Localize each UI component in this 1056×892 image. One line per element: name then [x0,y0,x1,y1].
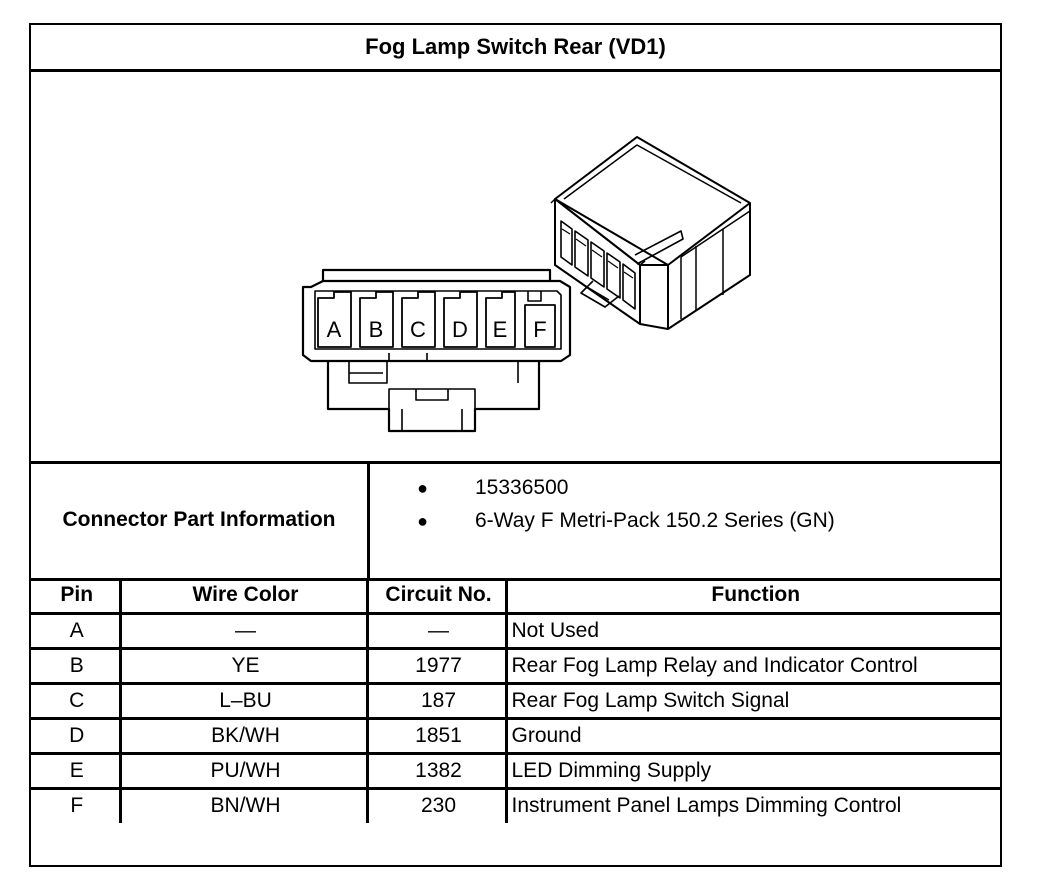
connector-sheet: Fog Lamp Switch Rear (VD1) [29,23,1002,867]
connector-iso-view [550,136,751,330]
function-cell: Instrument Panel Lamps Dimming Control [504,786,1000,823]
list-item: ● 6-Way F Metri-Pack 150.2 Series (GN) [370,506,835,536]
table-row: A — — Not Used [31,611,1000,650]
pinout-table: Pin Wire Color Circuit No. Function A — … [31,578,1000,823]
bullet-icon: ● [417,477,428,498]
function-cell: Ground [504,716,1000,755]
wire-color-cell: YE [118,646,369,685]
cavity-label-f: F [533,317,546,342]
cavity-label-b: B [369,317,384,342]
circuit-no-cell: 230 [365,786,508,823]
page-title: Fog Lamp Switch Rear (VD1) [31,25,1000,72]
header-wire-color: Wire Color [118,578,369,615]
connector-part-info-label: Connector Part Information [31,461,370,578]
wire-color-cell: — [118,611,369,650]
cavity-label-c: C [410,317,426,342]
circuit-no-cell: 187 [365,681,508,720]
cavity-label-e: E [493,317,508,342]
function-cell: Not Used [504,611,1000,650]
header-pin: Pin [31,578,122,615]
table-row: C L–BU 187 Rear Fog Lamp Switch Signal [31,681,1000,720]
table-row: F BN/WH 230 Instrument Panel Lamps Dimmi… [31,786,1000,823]
pin-cell: F [31,786,122,823]
part-number: 15336500 [475,476,569,499]
table-row: E PU/WH 1382 LED Dimming Supply [31,751,1000,790]
connector-drawing: A B C D E F [301,136,751,433]
wire-color-cell: BK/WH [118,716,369,755]
connector-series: 6-Way F Metri-Pack 150.2 Series (GN) [475,509,835,532]
connector-part-info-list: ● 15336500 ● 6-Way F Metri-Pack 150.2 Se… [370,461,1000,578]
pin-cell: A [31,611,122,650]
table-header-row: Pin Wire Color Circuit No. Function [31,578,1000,615]
bullet-icon: ● [417,510,428,531]
circuit-no-cell: 1851 [365,716,508,755]
wire-color-cell: BN/WH [118,786,369,823]
circuit-no-cell: 1977 [365,646,508,685]
pin-cell: E [31,751,122,790]
circuit-no-cell: — [365,611,508,650]
table-row: B YE 1977 Rear Fog Lamp Relay and Indica… [31,646,1000,685]
pin-cell: D [31,716,122,755]
table-row: D BK/WH 1851 Ground [31,716,1000,755]
function-cell: LED Dimming Supply [504,751,1000,790]
header-circuit-no: Circuit No. [365,578,508,615]
circuit-no-cell: 1382 [365,751,508,790]
connector-part-info: Connector Part Information ● 15336500 ● … [31,461,1000,581]
cavity-label-d: D [452,317,468,342]
wire-color-cell: PU/WH [118,751,369,790]
list-item: ● 15336500 [370,473,568,503]
header-function: Function [504,578,1000,615]
function-cell: Rear Fog Lamp Relay and Indicator Contro… [504,646,1000,685]
pin-cell: B [31,646,122,685]
cavity-label-a: A [327,317,342,342]
wire-color-cell: L–BU [118,681,369,720]
pin-cell: C [31,681,122,720]
connector-figure: A B C D E F [31,69,1000,464]
connector-face-view: A B C D E F [301,268,572,433]
function-cell: Rear Fog Lamp Switch Signal [504,681,1000,720]
